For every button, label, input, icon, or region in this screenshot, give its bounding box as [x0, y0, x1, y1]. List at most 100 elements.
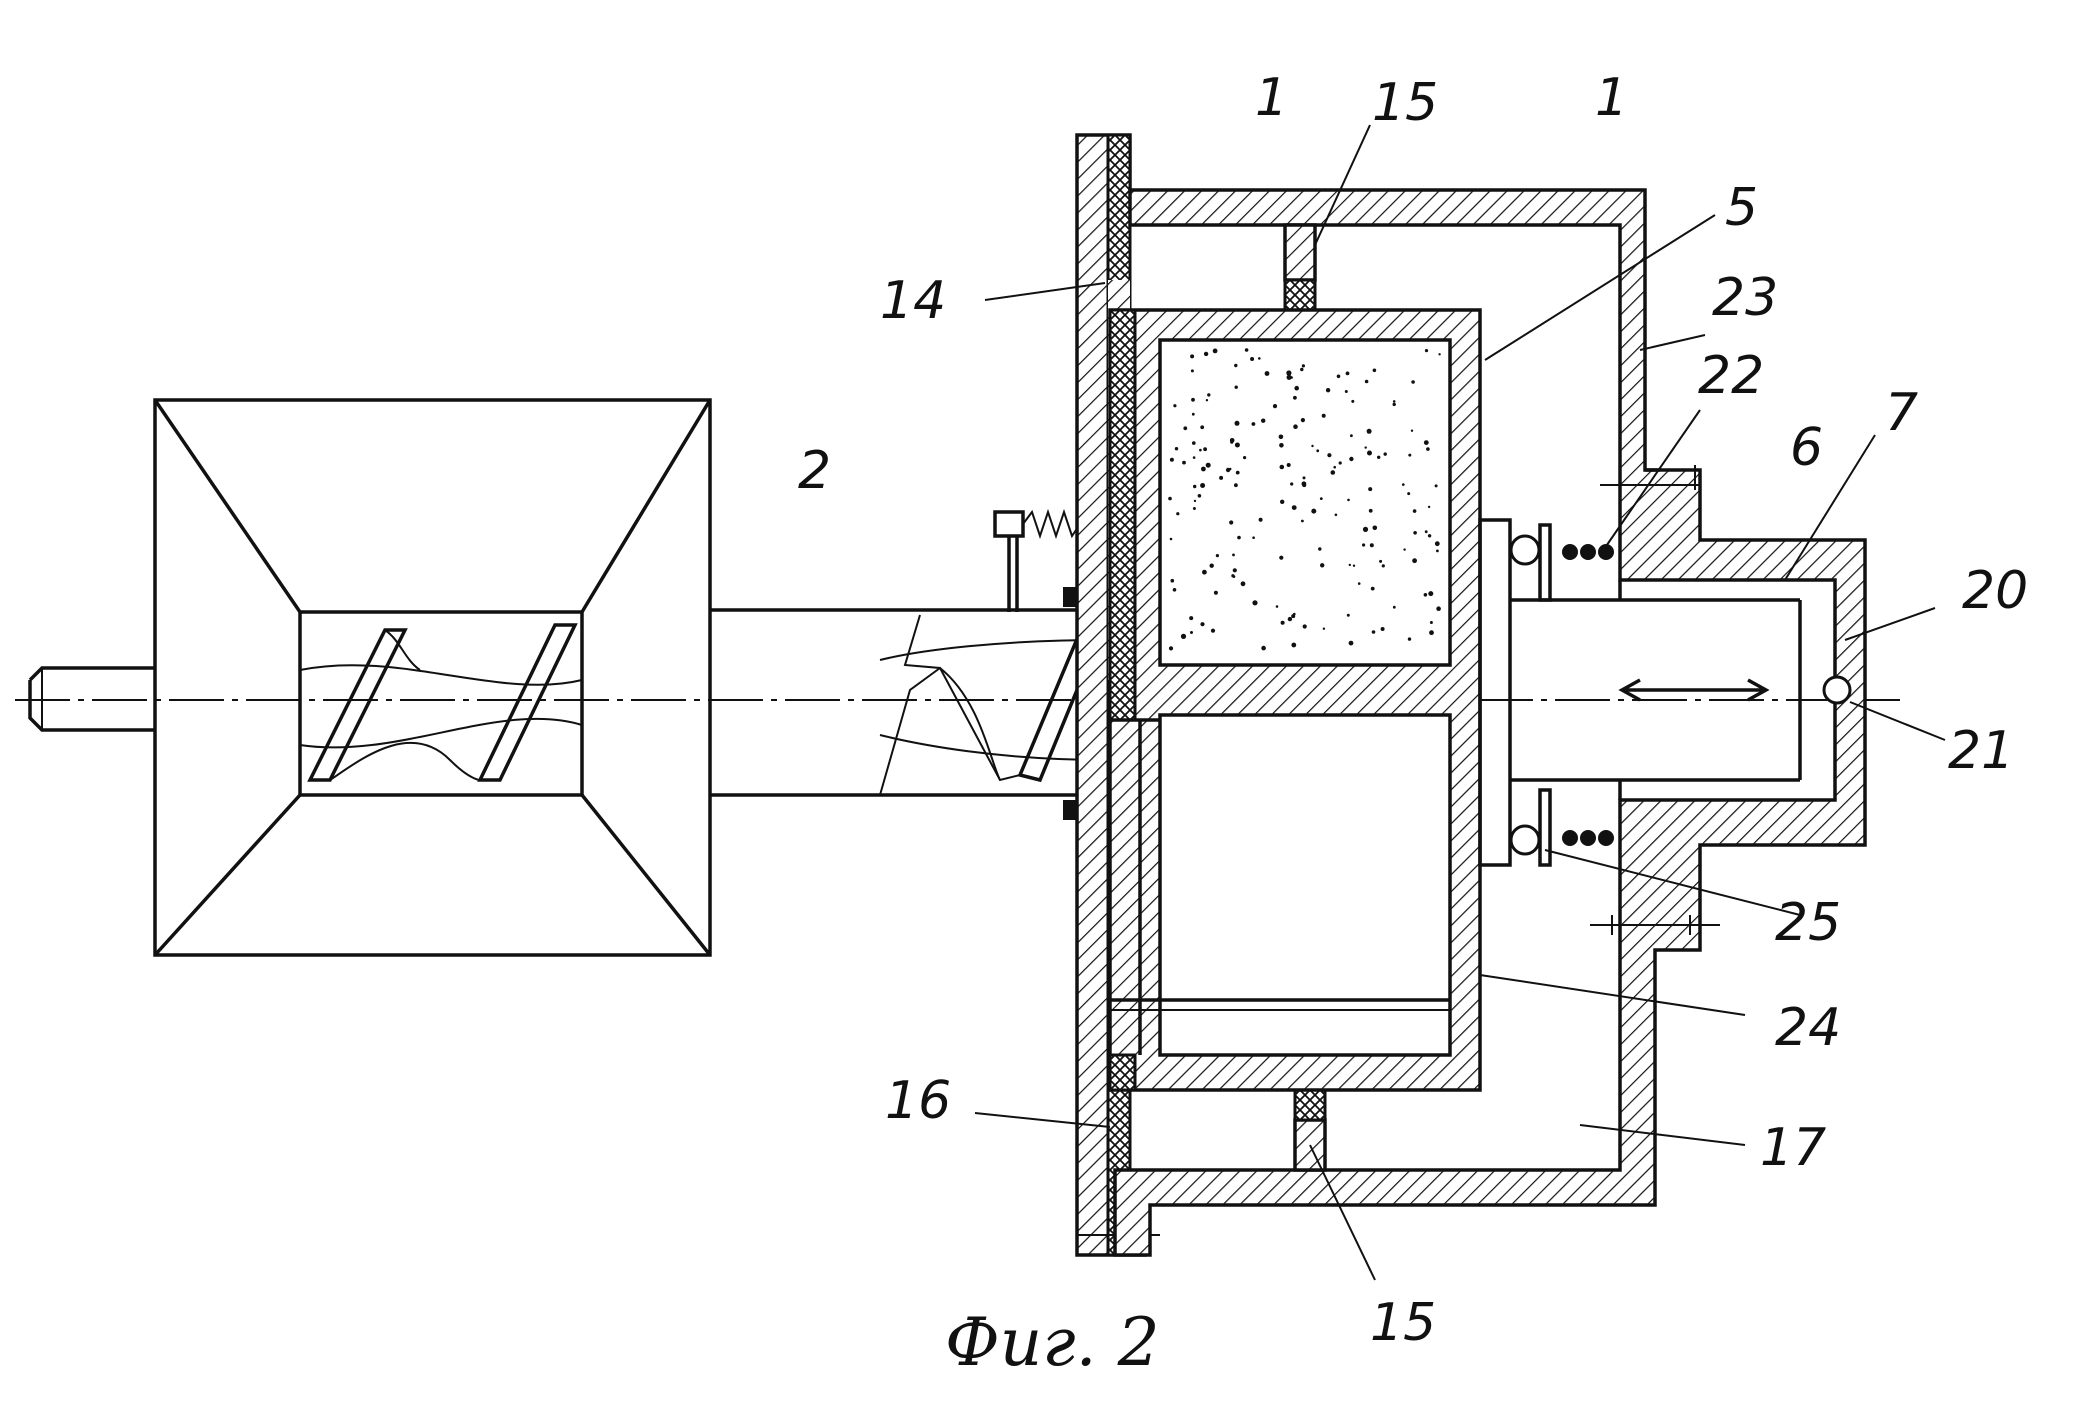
stipple-dot	[1192, 441, 1196, 445]
stipple-dot	[1427, 505, 1431, 509]
stipple-dot	[1367, 450, 1372, 456]
auger-screw	[307, 614, 1108, 796]
stipple-dot	[1346, 613, 1350, 617]
label-6: 6	[1790, 418, 1823, 478]
stipple-dot	[1252, 536, 1255, 539]
stipple-dot	[1190, 631, 1193, 634]
stipple-dot	[1219, 475, 1224, 480]
adjusting-screw	[993, 508, 1081, 820]
stipple-dot	[1244, 348, 1249, 352]
stipple-dot	[1230, 440, 1234, 444]
stipple-dot	[1366, 428, 1372, 434]
stipple-dot	[1192, 456, 1196, 459]
stipple-dot	[1438, 353, 1441, 356]
stipple-dot	[1169, 457, 1174, 462]
stipple-dot	[1350, 434, 1353, 438]
stipple-dot	[1372, 525, 1378, 531]
stipple-dot	[1345, 371, 1350, 376]
stipple-dot	[1330, 470, 1336, 475]
stipple-dot	[1180, 633, 1187, 640]
stipple-dot	[1392, 605, 1396, 609]
stipple-dot	[1286, 374, 1292, 380]
stipple-dot	[1338, 461, 1342, 465]
stipple-dot	[1287, 616, 1293, 622]
stipple-dot	[1351, 399, 1355, 403]
stipple-dot	[1190, 354, 1195, 359]
stipple-dot	[1325, 388, 1331, 393]
stipple-dot	[1237, 535, 1241, 540]
stipple-dot	[1193, 484, 1197, 489]
stipple-dot	[1318, 547, 1322, 551]
stipple-dot	[1252, 600, 1258, 606]
stipple-dot	[1436, 606, 1441, 611]
stipple-dot	[1300, 367, 1304, 372]
stipple-dot	[1207, 393, 1211, 397]
partition-top	[1283, 223, 1317, 312]
stipple-dot	[1380, 627, 1385, 631]
stipple-dot	[1202, 569, 1207, 575]
partition-bottom	[1293, 1088, 1327, 1172]
stipple-dot	[1200, 425, 1205, 430]
stipple-dot	[1192, 507, 1196, 510]
label-1-left: 1	[1255, 68, 1288, 128]
stipple-dot	[1250, 357, 1255, 361]
stipple-dot	[1291, 642, 1297, 648]
stipple-dot	[1410, 429, 1414, 432]
stipple-dot	[1423, 440, 1429, 445]
stipple-dot	[1240, 581, 1246, 587]
stipple-dot	[1302, 624, 1307, 629]
stipple-dot	[1364, 446, 1367, 449]
label-2: 2	[798, 441, 831, 501]
stipple-dot	[1231, 574, 1235, 578]
stipple-dot	[1234, 385, 1238, 389]
stipple-dot	[1319, 497, 1323, 500]
rotor-drum	[1108, 308, 1482, 1092]
stipple-dot	[1182, 460, 1186, 465]
stipple-dot	[1426, 447, 1430, 451]
stipple-dot	[1264, 371, 1270, 376]
stipple-dot	[1392, 402, 1396, 407]
stipple-dot	[1302, 483, 1307, 488]
stipple-dot	[1293, 612, 1296, 616]
stipple-dot	[1209, 563, 1214, 568]
stipple-dot	[1392, 400, 1396, 403]
stipple-dot	[1403, 548, 1406, 551]
stipple-dot	[1205, 462, 1211, 468]
stipple-dot	[1320, 563, 1325, 568]
stipple-dot	[1428, 591, 1434, 597]
stipple-dot	[1368, 508, 1373, 513]
stipple-dot	[1190, 369, 1194, 373]
stipple-dot	[1434, 484, 1438, 488]
stipple-dot	[1280, 499, 1285, 504]
stipple-dot	[1200, 483, 1206, 488]
abrasive-filling	[1168, 348, 1441, 651]
stipple-dot	[1372, 368, 1377, 373]
stipple-dot	[1183, 426, 1188, 431]
stipple-dot	[1229, 520, 1234, 525]
stipple-dot	[1381, 564, 1385, 568]
stipple-dot	[1168, 496, 1172, 501]
stipple-dot	[1336, 374, 1341, 379]
stipple-dot	[1258, 357, 1261, 360]
stipple-dot	[1368, 487, 1373, 492]
stipple-dot	[1272, 404, 1278, 409]
stipple-dot	[1383, 452, 1387, 456]
stipple-dot	[1229, 467, 1232, 471]
stipple-dot	[1168, 646, 1174, 651]
stipple-dot	[1321, 413, 1326, 418]
stipple-dot	[1203, 351, 1209, 357]
label-14: 14	[880, 271, 946, 331]
stipple-dot	[1193, 499, 1197, 503]
stipple-dot	[1243, 456, 1247, 460]
stipple-dot	[1348, 640, 1354, 646]
label-24: 24	[1775, 998, 1841, 1058]
stipple-dot	[1197, 494, 1202, 498]
stipple-dot	[1300, 418, 1305, 423]
stipple-dot	[1169, 537, 1173, 541]
stipple-dot	[1379, 559, 1383, 563]
spring-top	[1509, 523, 1614, 602]
stipple-dot	[1261, 645, 1266, 651]
stipple-dot	[1301, 519, 1304, 523]
label-5: 5	[1725, 178, 1758, 238]
stipple-dot	[1301, 364, 1305, 368]
